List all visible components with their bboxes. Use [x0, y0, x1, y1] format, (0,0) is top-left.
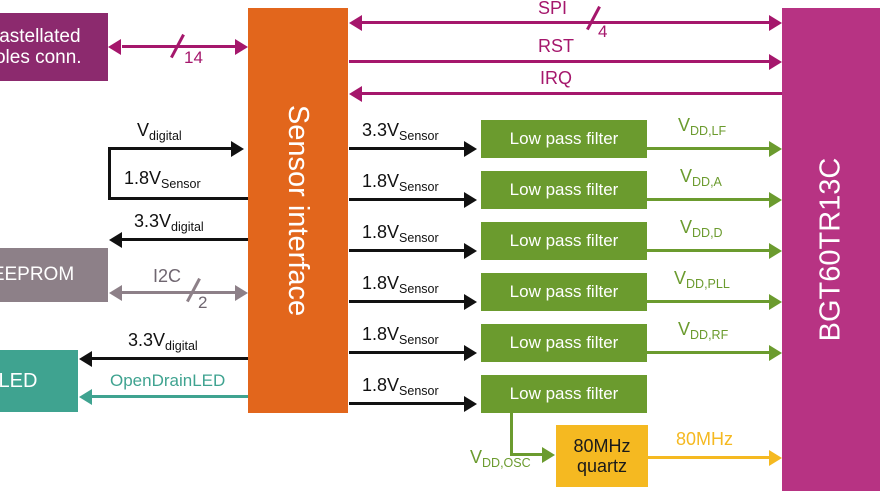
label-filter-output: VDD,D [680, 217, 723, 240]
filter-label: Low pass filter [509, 384, 619, 403]
wire-spi [362, 21, 770, 24]
bus-width-spi: 4 [598, 22, 608, 41]
arrow-filter-input [464, 191, 477, 208]
castellated-label: Castellated holes conn. [0, 25, 82, 68]
label-1v8-sensor-in: 1.8VSensor [124, 168, 201, 191]
block-low-pass-filter[interactable]: Low pass filter [481, 375, 647, 413]
block-bgt60tr13c[interactable]: BGT60TR13C [782, 8, 880, 491]
filter-label: Low pass filter [509, 129, 619, 148]
wire-filter-input [349, 402, 465, 405]
bus-width-i2c: 2 [198, 293, 208, 312]
arrow-irq-left [349, 85, 362, 102]
arrow-i2c-left [109, 284, 122, 301]
wire-open-drain-led [92, 395, 248, 398]
arrow-filter-input [464, 140, 477, 157]
label-spi: SPI [538, 0, 568, 18]
arrow-vdigital-into-sensor-interface [231, 140, 244, 157]
block-low-pass-filter[interactable]: Low pass filter [481, 324, 647, 362]
arrow-led-power-left [79, 350, 92, 367]
wire-i2c [122, 291, 236, 294]
block-eeprom[interactable]: EEPROM [0, 248, 108, 302]
wire-osc-power-run [510, 453, 543, 456]
wire-filter-output [647, 300, 770, 303]
label-v-digital: Vdigital [137, 120, 182, 143]
wire-irq [362, 92, 782, 95]
label-filter-output: VDD,A [680, 166, 722, 189]
arrow-filter-output [769, 140, 782, 157]
label-rst: RST [538, 36, 574, 56]
wire-filter-input [349, 300, 465, 303]
arrow-spi-right [769, 14, 782, 31]
arrow-open-drain-led-left [79, 388, 92, 405]
label-filter-output: VDD,PLL [674, 268, 730, 291]
arrow-rst-right [769, 53, 782, 70]
block-sensor-interface[interactable]: Sensor interface [248, 8, 348, 413]
wire-rst [349, 60, 770, 63]
block-low-pass-filter[interactable]: Low pass filter [481, 120, 647, 158]
block-low-pass-filter[interactable]: Low pass filter [481, 273, 647, 311]
label-filter-output: VDD,RF [678, 319, 729, 342]
filter-label: Low pass filter [509, 282, 619, 301]
block-castellated-holes-connector[interactable]: Castellated holes conn. [0, 13, 108, 81]
label-eeprom-power: 3.3Vdigital [134, 211, 204, 234]
label-filter-input: 1.8VSensor [362, 171, 439, 194]
wire-filter-output [647, 198, 770, 201]
arrow-eeprom-power-left [109, 231, 122, 248]
arrow-i2c-right [235, 284, 248, 301]
arrow-filter-input [464, 344, 477, 361]
arrow-osc-power [542, 446, 555, 463]
label-filter-input: 1.8VSensor [362, 222, 439, 245]
label-irq: IRQ [540, 68, 573, 88]
wire-filter-input [349, 198, 465, 201]
block-low-pass-filter[interactable]: Low pass filter [481, 171, 647, 209]
label-clock-out: 80MHz [676, 429, 734, 449]
arrow-castellated-bus-right [235, 38, 248, 55]
wire-osc-power-drop [510, 413, 513, 456]
label-open-drain-led: OpenDrainLED [110, 371, 226, 390]
filter-label: Low pass filter [509, 231, 619, 250]
wire-castellated-bus [122, 45, 236, 48]
wire-filter-input [349, 351, 465, 354]
arrow-filter-output [769, 242, 782, 259]
block-low-pass-filter[interactable]: Low pass filter [481, 222, 647, 260]
wire-filter-output [647, 249, 770, 252]
block-80mhz-quartz[interactable]: 80MHz quartz [556, 425, 648, 487]
arrow-filter-input [464, 242, 477, 259]
arrow-spi-left [349, 14, 362, 31]
wire-vdigital-riser [108, 147, 111, 200]
wire-led-power [92, 357, 248, 360]
filter-label: Low pass filter [509, 180, 619, 199]
label-i2c: I2C [153, 266, 182, 286]
wire-clock-out [648, 456, 770, 459]
arrow-filter-output [769, 293, 782, 310]
wire-v18-sensor-bottom [108, 197, 248, 200]
label-filter-input: 1.8VSensor [362, 273, 439, 296]
led-label: LED [0, 369, 38, 392]
wire-filter-output [647, 147, 770, 150]
arrow-filter-input [464, 395, 477, 412]
wire-filter-input [349, 147, 465, 150]
eeprom-label: EEPROM [0, 264, 75, 286]
label-led-power: 3.3Vdigital [128, 330, 198, 353]
sensor-interface-label: Sensor interface [282, 104, 315, 317]
wire-filter-input [349, 249, 465, 252]
wire-eeprom-power [122, 238, 248, 241]
wire-vdigital-top [108, 147, 232, 150]
arrow-filter-output [769, 344, 782, 361]
quartz-label: 80MHz quartz [573, 435, 631, 476]
arrow-filter-output [769, 191, 782, 208]
arrow-clock-out [769, 449, 782, 466]
bus-width-castellated: 14 [184, 48, 203, 67]
bgt60tr13c-label: BGT60TR13C [814, 157, 847, 342]
wire-filter-output [647, 351, 770, 354]
label-filter-output: VDD,LF [678, 115, 727, 138]
label-filter-input: 3.3VSensor [362, 120, 439, 143]
arrow-filter-input [464, 293, 477, 310]
label-osc-power: VDD,OSC [470, 447, 531, 470]
label-filter-input: 1.8VSensor [362, 375, 439, 398]
arrow-castellated-bus-left [108, 38, 121, 55]
label-filter-input: 1.8VSensor [362, 324, 439, 347]
filter-label: Low pass filter [509, 333, 619, 352]
block-led[interactable]: LED [0, 350, 78, 412]
